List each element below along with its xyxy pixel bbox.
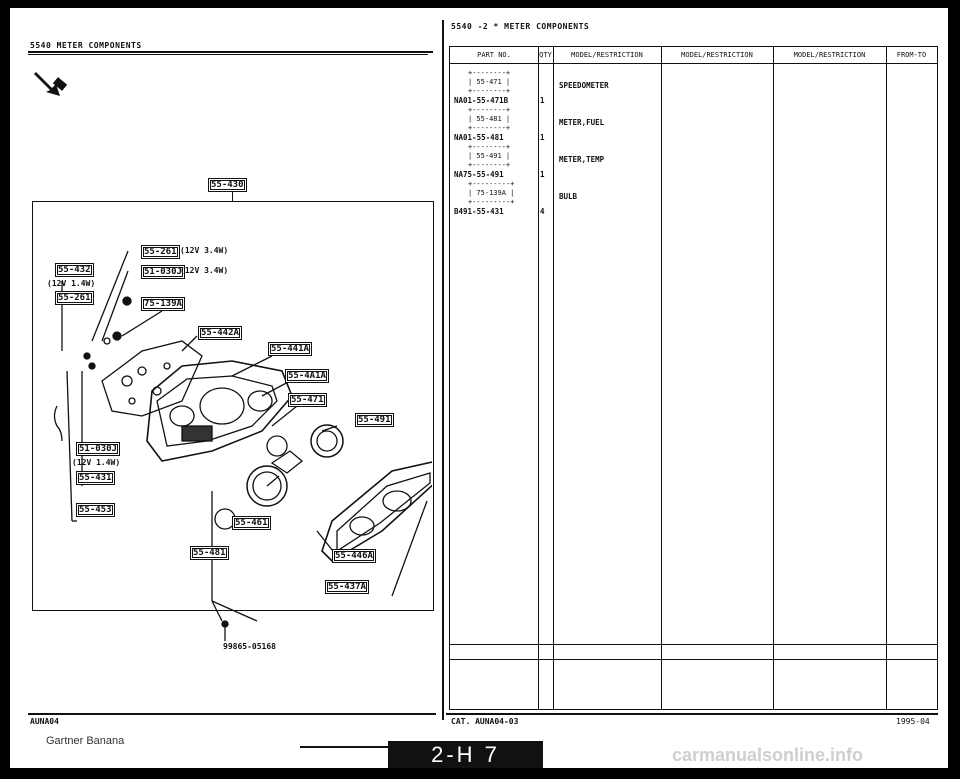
left-section-title: 5540 METER COMPONENTS	[30, 41, 142, 50]
callout-55-261: 55-261	[141, 245, 180, 259]
catalog-date: 1995-04	[896, 717, 930, 726]
meter-exploded-diagram	[53, 250, 432, 641]
catalog-number: CAT. AUNA04-03	[451, 717, 519, 726]
col-header-model-2: MODEL/RESTRICTION	[681, 51, 753, 59]
col-header-qty: QTY	[539, 51, 552, 59]
bulb-spec-note: (12V 3.4W)	[180, 246, 229, 255]
callout-55-453: 55-453	[76, 503, 115, 517]
callout-55-431: 55-431	[76, 471, 115, 485]
callout-55-446a: 55-446A	[332, 549, 376, 563]
part-number: NA01-55-481	[454, 133, 504, 142]
screw-part-number: 99865-05168	[223, 642, 276, 651]
part-number: B491-55-431	[454, 207, 504, 216]
part-description: METER,TEMP	[559, 155, 605, 164]
ref-box: +--------+ | 55-481 | +--------+	[468, 106, 511, 132]
callout-55-491: 55-491	[355, 413, 394, 427]
leader-55-430	[232, 192, 233, 202]
col-header-model-3: MODEL/RESTRICTION	[793, 51, 866, 59]
col-header-from-to: FROM-TO	[896, 51, 927, 59]
watermark-text: Gartner Banana	[46, 735, 125, 747]
page-label: 2-H 7	[431, 742, 500, 767]
callout-55-481: 55-481	[190, 546, 229, 560]
ref-box: +---------+ | 75-139A | +---------+	[468, 180, 515, 206]
site-watermark: carmanualsonline.info	[672, 745, 864, 765]
header-rule	[450, 63, 937, 64]
part-description: METER,FUEL	[559, 118, 605, 127]
front-direction-icon	[32, 68, 72, 100]
col-header-part-no: PART NO.	[477, 51, 511, 59]
part-qty: 1	[540, 96, 545, 105]
right-section-title: 5540 -2 * METER COMPONENTS	[451, 22, 590, 31]
ref-box: +--------+ | 55-471 | +--------+	[468, 69, 511, 95]
part-number: NA01-55-471B	[454, 96, 509, 105]
ref-box: +--------+ | 55-491 | +--------+	[468, 143, 511, 169]
callout-55-441a: 55-441A	[268, 342, 312, 356]
callout-55-461: 55-461	[232, 516, 271, 530]
bulb-spec-note: (12V 3.4W)	[180, 266, 229, 275]
page-label-box: 2-H 7	[388, 741, 543, 768]
bulb-spec-note: (12V 1.4W)	[47, 279, 96, 288]
parts-table: PART NO. QTY MODEL/RESTRICTION MODEL/RES…	[449, 46, 938, 710]
callout-55-437a: 55-437A	[325, 580, 369, 594]
part-qty: 4	[540, 207, 545, 216]
page-divider	[442, 20, 444, 720]
part-qty: 1	[540, 133, 545, 142]
callout-51-030j: 51-030J	[141, 265, 185, 279]
callout-55-442a: 55-442A	[198, 326, 242, 340]
callout-55-471: 55-471	[288, 393, 327, 407]
col-header-model-1: MODEL/RESTRICTION	[571, 51, 643, 59]
left-header-rule	[28, 51, 433, 53]
callout-55-261-left: 55-261	[55, 291, 94, 305]
callout-55-432: 55-432	[55, 263, 94, 277]
catalog-page: 5540 METER COMPONENTS 5540 -2 * METER CO…	[10, 8, 948, 768]
part-number: NA75-55-491	[454, 170, 504, 179]
callout-55-430: 55-430	[208, 178, 247, 192]
part-description: SPEEDOMETER	[559, 81, 609, 90]
left-header-rule-thin	[28, 54, 428, 55]
footer-code: AUNA04	[30, 717, 59, 726]
bulb-spec-note: (12V 1.4W)	[72, 458, 121, 467]
part-qty: 1	[540, 170, 545, 179]
callout-51-030j-lower: 51-030J	[76, 442, 120, 456]
callout-55-4a1a: 55-4A1A	[285, 369, 329, 383]
part-description: BULB	[559, 192, 578, 201]
callout-75-139a: 75-139A	[141, 297, 185, 311]
